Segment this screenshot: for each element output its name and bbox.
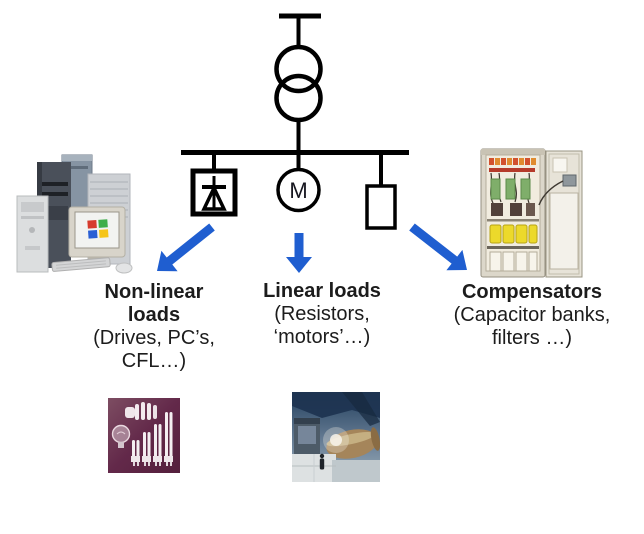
arrow-to-linear-icon	[286, 233, 312, 273]
nonlinear-sub-line1: (Drives, PC’s,	[93, 327, 215, 349]
keyboard-icon	[51, 257, 111, 272]
cabinet-door-icon	[538, 150, 583, 278]
computers-image	[12, 150, 140, 277]
nonlinear-loads-label: Non-linear loads (Drives, PC’s, CFL…)	[54, 281, 254, 373]
linear-sub-line1: (Resistors,	[274, 303, 370, 325]
compensators-sub-line1: (Capacitor banks,	[453, 304, 611, 326]
pl-tube-lamps-icon	[131, 412, 173, 466]
cfl-bulb-icon	[125, 402, 157, 420]
compensators-title: Compensators	[461, 281, 603, 303]
linear-title: Linear loads	[263, 280, 381, 302]
cfl-lamps-image	[108, 398, 180, 473]
crt-monitor-icon	[68, 206, 126, 261]
person-icon	[319, 453, 325, 470]
linear-sub-line2: ‘motors’…)	[273, 326, 371, 348]
linear-loads-label: Linear loads (Resistors, ‘motors’…)	[232, 280, 412, 349]
compensators-sub-line2: filters …)	[492, 327, 572, 349]
nonlinear-sub-line2: CFL…)	[121, 350, 187, 372]
power-source-icon	[279, 13, 321, 48]
motor-icon: M	[276, 152, 321, 213]
compensator-cabinet-image	[479, 145, 584, 281]
motors-image	[292, 392, 380, 482]
cabinet-body-icon	[480, 148, 546, 278]
incandescent-bulb-icon	[111, 424, 131, 448]
mouse-icon	[115, 262, 133, 274]
rectifier-icon	[190, 152, 238, 217]
compensator-box-icon	[365, 152, 397, 230]
motor-letter: M	[289, 178, 307, 203]
nonlinear-title-line2: loads	[127, 304, 181, 326]
nonlinear-title-line1: Non-linear	[104, 281, 204, 303]
arrow-to-nonlinear-icon	[157, 223, 215, 272]
arrow-to-compensators-icon	[409, 223, 467, 271]
machinery-icon	[292, 392, 380, 482]
compensators-label: Compensators (Capacitor banks, filters ……	[433, 281, 631, 350]
transformer-icon	[274, 44, 323, 152]
